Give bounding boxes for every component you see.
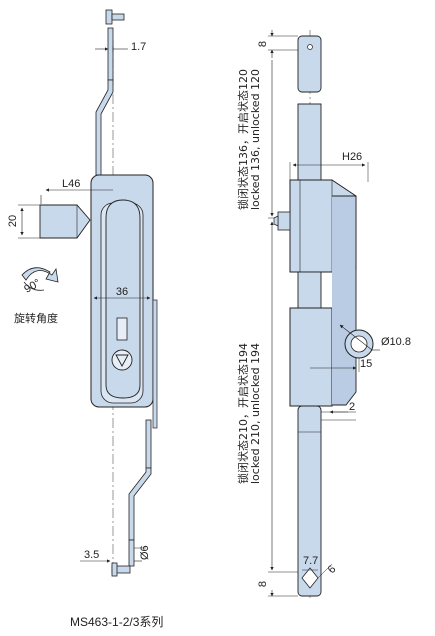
dim-head-width: H26	[342, 151, 362, 163]
bottom-bolt-head	[111, 562, 118, 577]
rotation-angle-label: 旋转角度	[14, 311, 58, 325]
lower-rod-front	[297, 405, 322, 597]
dim-gap: 2	[349, 401, 355, 413]
top-bolt-head	[105, 9, 113, 25]
lower-rod-length-cn: 锁闭状态210，开启状态194	[236, 343, 250, 484]
lower-body	[289, 307, 333, 407]
dim-top-end: 8	[257, 41, 269, 47]
dim-bottom-slot: 7.7	[303, 555, 318, 567]
side-plate	[332, 195, 357, 406]
dim-ring-dia: Ø10.8	[381, 336, 411, 348]
upper-rod-length-cn: 锁闭状态136，开启状态120	[236, 69, 250, 210]
key-slot	[116, 317, 128, 341]
series-caption: MS463-1-2/3系列	[70, 615, 163, 629]
lock-head-knob	[277, 211, 291, 231]
upper-bent-rod	[95, 79, 114, 176]
upper-rod-hole	[307, 44, 313, 50]
lower-bent-rod	[128, 467, 152, 541]
top-bolt-shank	[111, 13, 125, 21]
cylinder-lock	[111, 349, 133, 371]
left-side-view: 1.7 L46 20 36 90° 旋转角度	[7, 9, 158, 577]
dim-body-width: 36	[116, 286, 128, 298]
rotation-angle-value: 90°	[22, 277, 42, 296]
pull-ring-hole	[350, 335, 368, 353]
dim-hole-dia: Ø6	[139, 545, 151, 560]
lower-rod-left	[145, 419, 152, 469]
upper-rod-mid	[297, 103, 322, 181]
upper-rod-left	[107, 27, 114, 81]
mounting-plate	[152, 299, 158, 429]
lower-rod-end	[128, 539, 135, 567]
middle-rod	[297, 271, 322, 309]
dim-bottom-end: 8	[257, 581, 269, 587]
dim-handle-height: 20	[7, 215, 19, 227]
dim-bottom-width: 6	[326, 563, 339, 576]
lower-rod-length-en: locked 210, unlocked 194	[249, 343, 262, 484]
dim-rod-offset: 3.5	[84, 549, 99, 561]
rotation-arrow-icon	[21, 267, 59, 291]
right-front-view: 8 锁闭状态136，开启状态120 locked 136, unlocked 1…	[236, 30, 411, 600]
upper-rod-front	[297, 35, 322, 93]
dim-thickness: 1.7	[131, 41, 146, 53]
dim-handle-length: L46	[62, 178, 80, 190]
upper-rod-length-en: locked 136, unlocked 120	[249, 69, 262, 210]
dim-ring-offset: 15	[360, 358, 372, 370]
triangle-key-icon	[115, 354, 129, 367]
side-lever	[39, 204, 91, 239]
